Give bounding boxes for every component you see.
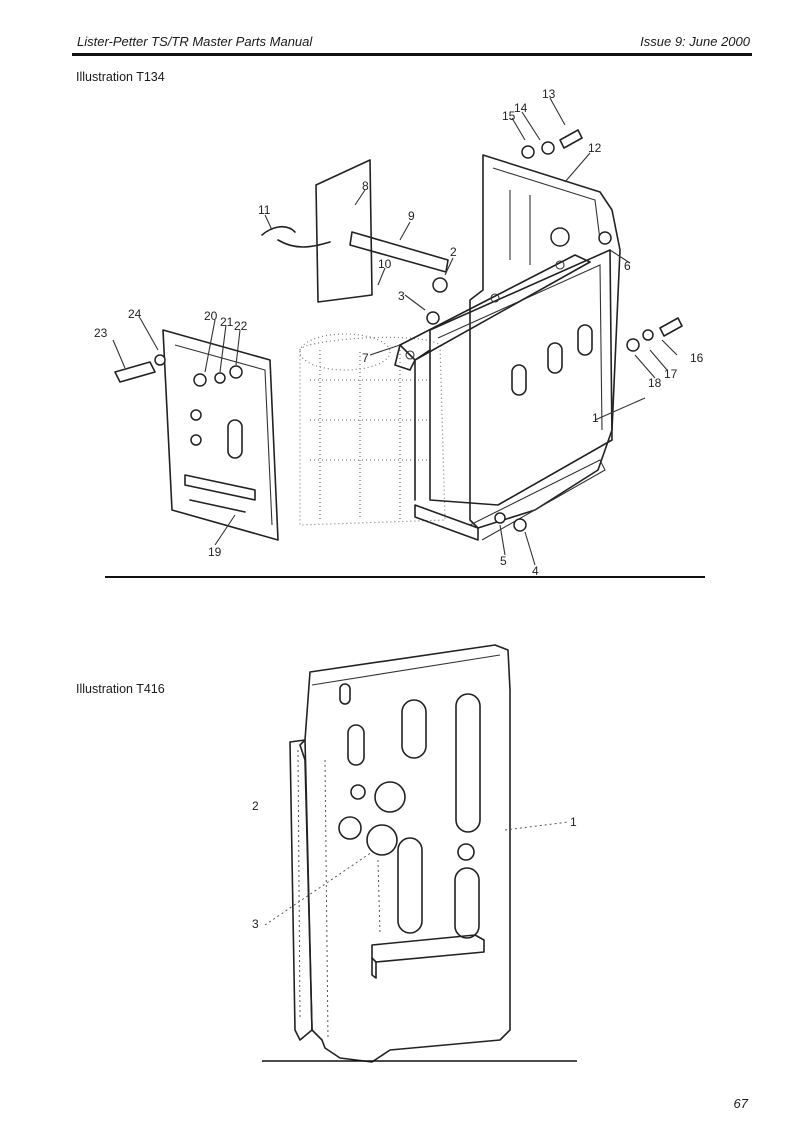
page-number: 67 xyxy=(733,1096,748,1111)
callout-8: 8 xyxy=(362,179,369,193)
callout-5: 5 xyxy=(500,554,507,568)
callout-13: 13 xyxy=(542,87,556,101)
callout-4: 4 xyxy=(532,564,539,578)
callout-17: 17 xyxy=(664,367,678,381)
t416-callout-1: 1 xyxy=(570,815,577,829)
callout-22: 22 xyxy=(234,319,248,333)
callout-14: 14 xyxy=(514,101,528,115)
t416-callout-3: 3 xyxy=(252,917,259,931)
callout-21: 21 xyxy=(220,315,234,329)
callout-10: 10 xyxy=(378,257,392,271)
callout-16: 16 xyxy=(690,351,704,365)
callout-7: 7 xyxy=(362,351,369,365)
illustration-t134-label: Illustration T134 xyxy=(76,70,165,84)
manual-title: Lister-Petter TS/TR Master Parts Manual xyxy=(77,34,313,49)
issue-date: Issue 9: June 2000 xyxy=(640,34,750,49)
callout-18: 18 xyxy=(648,376,662,390)
callout-20: 20 xyxy=(204,309,218,323)
callout-6: 6 xyxy=(624,259,631,273)
callout-1: 1 xyxy=(592,411,599,425)
callout-3: 3 xyxy=(398,289,405,303)
callout-12: 12 xyxy=(588,141,602,155)
illustration-t416-drawing: 2 3 1 xyxy=(252,644,577,1063)
callout-2: 2 xyxy=(450,245,457,259)
illustration-t134-drawing: 1 2 3 4 5 6 7 8 9 10 11 12 13 14 15 16 1… xyxy=(94,87,705,578)
header-rule xyxy=(72,53,752,56)
illustration-t416-label: Illustration T416 xyxy=(76,682,165,696)
callout-15: 15 xyxy=(502,109,516,123)
callout-19: 19 xyxy=(208,545,222,559)
callout-23: 23 xyxy=(94,326,108,340)
t416-callout-2: 2 xyxy=(252,799,259,813)
callout-11: 11 xyxy=(258,203,271,217)
callout-9: 9 xyxy=(408,209,415,223)
callout-24: 24 xyxy=(128,307,142,321)
